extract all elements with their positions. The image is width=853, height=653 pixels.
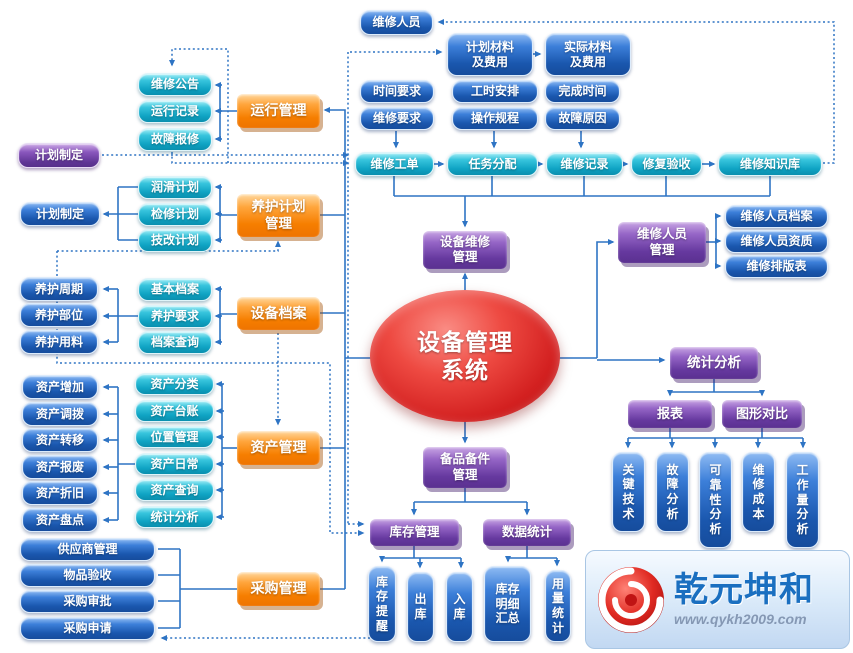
node-purchase-mgmt: 采购管理: [237, 572, 320, 606]
logo-spiral-icon: [598, 566, 664, 633]
node-inventory-mgmt: 库存管理: [370, 519, 459, 546]
node-report: 报表: [628, 400, 712, 428]
node-archive-query: 档案查询: [138, 331, 212, 354]
logo-brand-text: 乾元坤和: [674, 570, 814, 609]
node-care-period: 养护周期: [20, 277, 98, 301]
node-maint-schedule-table: 维修排版表: [725, 255, 828, 278]
node-task-assignment: 任务分配: [447, 152, 538, 176]
node-data-stats: 数据统计: [483, 519, 571, 546]
logo-text-block: 乾元坤和 www.qykh2009.com: [674, 573, 814, 627]
node-asset-scrap: 资产报废: [22, 455, 98, 479]
node-asset-stat-analysis: 统计分析: [135, 506, 214, 528]
node-equipment-archive: 设备档案: [237, 297, 320, 330]
node-time-requirement: 时间要求: [360, 80, 434, 103]
node-maint-plan-mgmt: 养护计划管理: [237, 194, 320, 237]
node-asset-query: 资产查询: [135, 479, 214, 501]
node-equip-maint-mgmt: 设备维修管理: [423, 231, 507, 269]
node-tech-improve-plan: 技改计划: [138, 229, 212, 252]
node-plan-making: 计划制定: [20, 202, 100, 226]
node-finish-time: 完成时间: [545, 80, 620, 103]
node-stock-alert: 库存提醒: [368, 566, 396, 642]
node-staff-qualification: 维修人员资质: [725, 230, 828, 253]
node-asset-allocate: 资产调拨: [22, 402, 98, 426]
node-asset-daily: 资产日常: [135, 453, 214, 475]
node-goods-acceptance: 物品验收: [20, 564, 155, 587]
node-work-hour-schedule: 工时安排: [452, 80, 538, 103]
node-fault-report: 故障报修: [138, 128, 212, 151]
node-stock-in: 入库: [446, 572, 473, 642]
node-asset-stocktake: 资产盘点: [22, 508, 98, 532]
node-stock-detail-summary: 库存明细汇总: [484, 566, 531, 642]
node-spare-parts-mgmt: 备品备件管理: [423, 447, 507, 488]
node-operation-mgmt: 运行管理: [237, 94, 320, 128]
node-maint-requirement: 维修要求: [360, 107, 434, 130]
node-asset-category: 资产分类: [135, 373, 214, 395]
node-plan-making-top: 计划制定: [18, 143, 100, 168]
node-maint-record: 维修记录: [546, 152, 623, 176]
node-care-material: 养护用料: [20, 330, 98, 354]
logo-panel: 乾元坤和 www.qykh2009.com: [585, 550, 850, 649]
node-asset-ledger: 资产台账: [135, 400, 214, 422]
node-supplier-mgmt: 供应商管理: [20, 538, 155, 561]
node-reliability-analysis: 可靠性分析: [699, 452, 732, 548]
node-actual-material-cost: 实际材料及费用: [545, 33, 631, 76]
node-asset-mgmt: 资产管理: [237, 431, 320, 465]
node-maint-announcement: 维修公告: [138, 73, 212, 96]
node-fault-analysis: 故障分析: [656, 452, 689, 532]
node-asset-add: 资产增加: [22, 375, 98, 399]
node-planned-material-cost: 计划材料及费用: [447, 33, 533, 76]
node-operating-procedure: 操作规程: [452, 107, 538, 130]
node-care-part: 养护部位: [20, 303, 98, 327]
node-asset-depreciation: 资产折旧: [22, 481, 98, 505]
node-operation-record: 运行记录: [138, 100, 212, 123]
node-asset-transfer: 资产转移: [22, 428, 98, 452]
system-center-ellipse: 设备管理系统: [370, 290, 560, 422]
node-lubrication-plan: 润滑计划: [138, 176, 212, 199]
node-chart-compare: 图形对比: [722, 400, 802, 428]
node-workload-analysis: 工作量分析: [786, 452, 819, 548]
node-purchase-request: 采购申请: [20, 617, 155, 640]
system-center-label: 设备管理系统: [417, 328, 513, 383]
node-repair-acceptance: 修复验收: [631, 152, 702, 176]
node-inspection-plan: 检修计划: [138, 203, 212, 226]
node-basic-archive: 基本档案: [138, 278, 212, 301]
node-usage-stats: 用量统计: [545, 570, 571, 642]
node-staff-archive: 维修人员档案: [725, 205, 828, 228]
node-purchase-approval: 采购审批: [20, 590, 155, 613]
node-fault-cause: 故障原因: [545, 107, 620, 130]
node-stat-analysis: 统计分析: [670, 347, 758, 379]
node-location-mgmt: 位置管理: [135, 426, 214, 448]
node-care-requirement: 养护要求: [138, 305, 212, 328]
node-stock-out: 出库: [407, 572, 434, 642]
node-key-tech: 关键技术: [612, 452, 645, 532]
node-maint-personnel: 维修人员: [360, 10, 433, 35]
node-maint-staff-mgmt: 维修人员管理: [618, 222, 706, 263]
node-maint-cost: 维修成本: [742, 452, 775, 532]
node-maint-work-order: 维修工单: [355, 152, 434, 176]
logo-url-text: www.qykh2009.com: [674, 610, 807, 627]
node-maint-knowledge-base: 维修知识库: [718, 152, 822, 176]
